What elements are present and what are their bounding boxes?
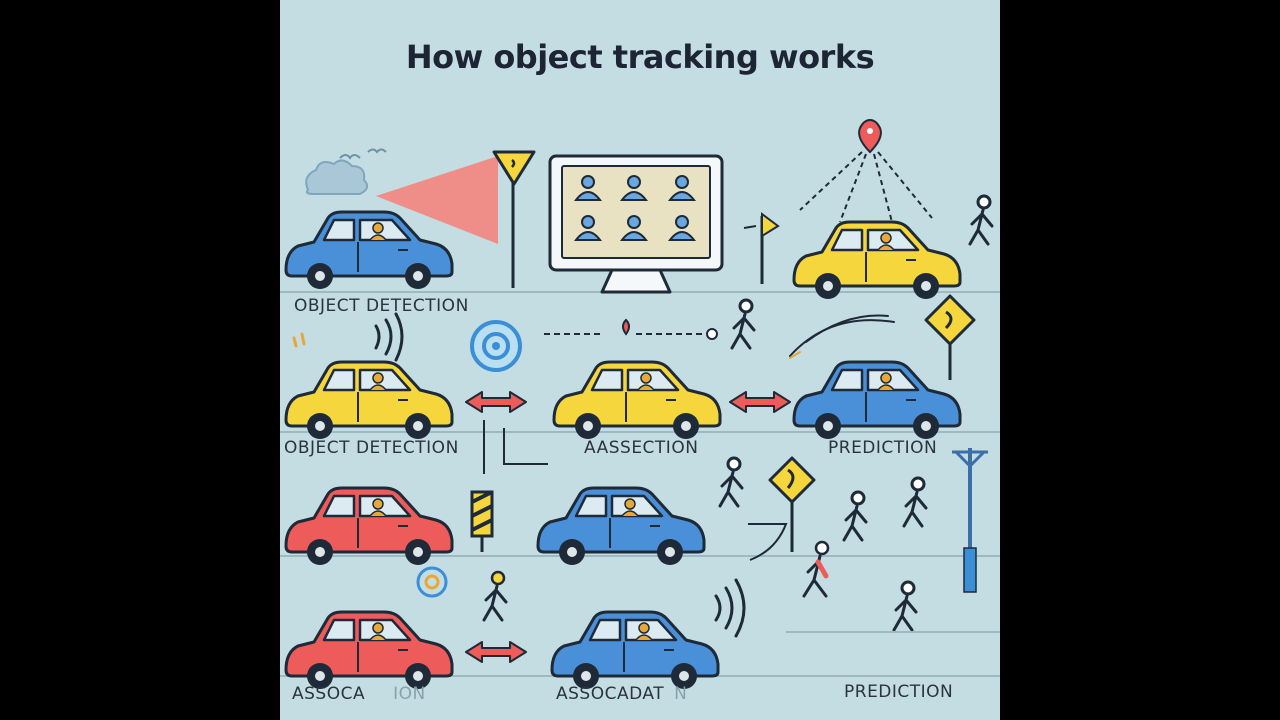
pedestrian-icon xyxy=(902,476,928,528)
walk-path xyxy=(748,523,788,561)
warning-sign-icon xyxy=(924,294,976,380)
label-prediction-row2: PREDICTION xyxy=(828,438,938,458)
label-association-row4: ASSOCA ION xyxy=(292,684,426,704)
bird-icon xyxy=(339,148,387,160)
car-red-row4 xyxy=(284,610,454,691)
connector-lines xyxy=(483,420,548,474)
pedestrian-icon xyxy=(802,540,830,598)
motion-arc xyxy=(789,314,895,359)
pedestrian-icon xyxy=(718,456,744,508)
diagram-panel: How object tracking works OBJECT DETECTI… xyxy=(280,0,1000,720)
signal-waves-icon xyxy=(292,312,404,362)
label-association-row4-mid-text: ASSOCADAT xyxy=(556,684,665,704)
monitor-icon xyxy=(548,154,724,294)
label-object-detection-row2: OBJECT DETECTION xyxy=(284,438,459,458)
label-association-row4-mid-faded: N xyxy=(674,684,688,704)
pedestrian-icon xyxy=(842,490,868,542)
double-arrow-icon xyxy=(465,391,527,413)
label-association-row4-mid: ASSOCADAT N xyxy=(556,684,687,704)
warning-sign-icon xyxy=(492,150,536,288)
label-prediction-row4: PREDICTION xyxy=(844,682,954,702)
pedestrian-icon xyxy=(892,580,918,632)
street-lamp-icon xyxy=(952,448,988,593)
car-red-row3 xyxy=(284,486,454,567)
car-blue-row3 xyxy=(536,486,706,567)
car-yellow-row1 xyxy=(792,220,962,301)
label-association-row2: AASSECTION xyxy=(584,438,699,458)
pedestrian-icon xyxy=(968,194,994,246)
car-blue-row4 xyxy=(550,610,720,691)
car-yellow-row2 xyxy=(284,360,454,441)
label-association-row4-faded: ION xyxy=(393,684,426,704)
camera-beam-icon xyxy=(376,156,498,244)
tracking-path xyxy=(544,318,718,340)
diagram-art xyxy=(280,118,1000,691)
target-icon xyxy=(416,566,448,598)
car-yellow-row2b xyxy=(552,360,722,441)
label-association-row4-text: ASSOCA xyxy=(292,684,366,704)
target-icon xyxy=(470,320,522,372)
label-object-detection-row1: OBJECT DETECTION xyxy=(294,296,469,316)
pedestrian-icon xyxy=(730,298,756,350)
flag-icon xyxy=(743,212,780,284)
location-pin-icon xyxy=(799,118,933,223)
warning-sign-icon xyxy=(768,456,816,552)
double-arrow-icon xyxy=(729,391,791,413)
cloud-icon xyxy=(305,159,369,195)
pedestrian-icon xyxy=(482,570,508,622)
page-title: How object tracking works xyxy=(405,38,875,76)
car-blue-row1 xyxy=(284,210,454,291)
signal-waves-icon xyxy=(714,578,746,638)
double-arrow-icon xyxy=(465,641,527,663)
barrier-icon xyxy=(470,490,494,552)
car-blue-row2 xyxy=(792,360,962,441)
